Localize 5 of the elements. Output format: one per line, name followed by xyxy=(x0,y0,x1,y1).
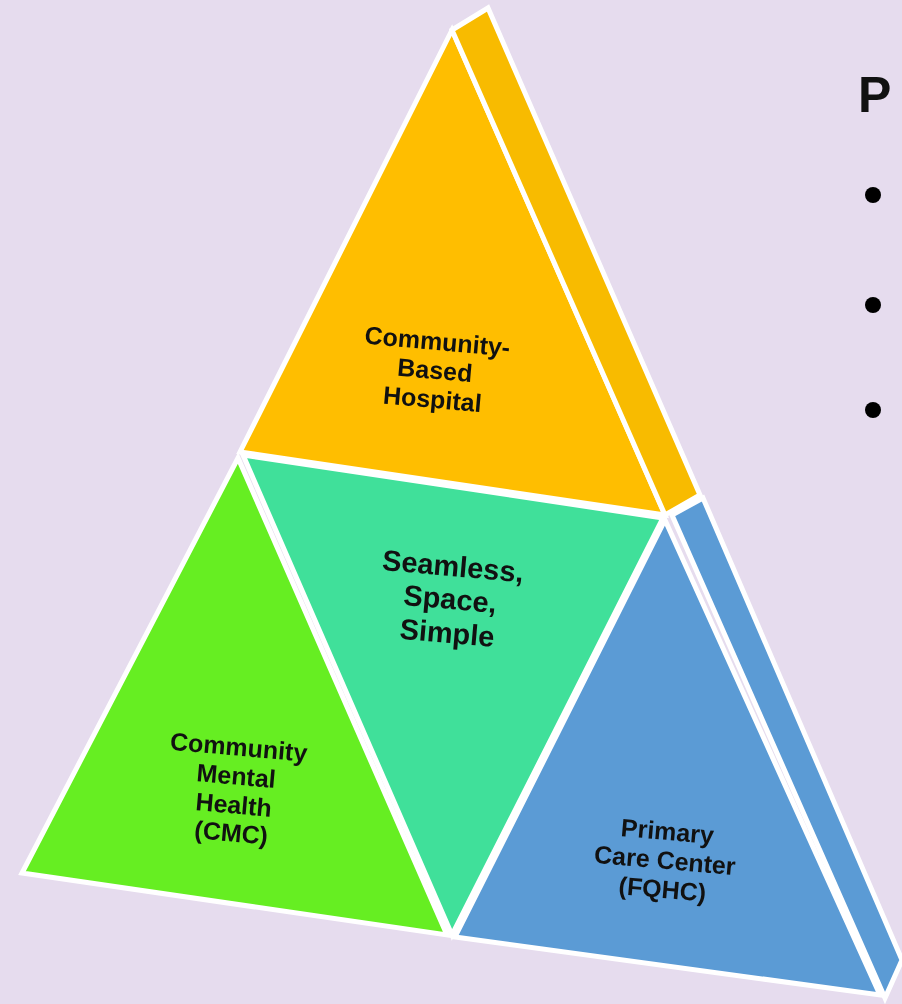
segment-label: Primary Care Center (FQHC) xyxy=(592,812,738,909)
segment-label: Seamless, Space, Simple xyxy=(379,543,527,655)
segment-label: Community Mental Health (CMC) xyxy=(168,726,310,852)
heading-text: P xyxy=(858,70,892,120)
segment-label: Community-Based Hospital xyxy=(362,320,513,419)
